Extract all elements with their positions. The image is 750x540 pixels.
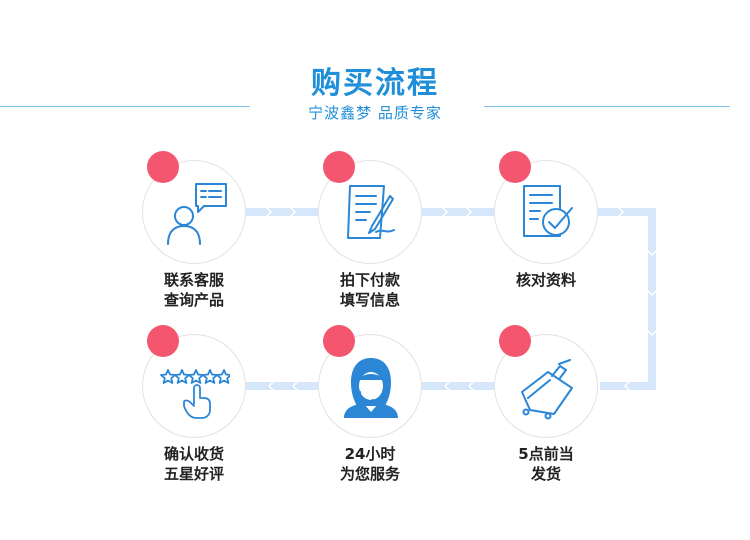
document-writing-icon	[347, 185, 395, 239]
step-contact-service	[142, 151, 246, 264]
customer-service-chat-icon	[167, 183, 227, 245]
step-24h-service	[318, 325, 422, 438]
step-label: 联系客服 查询产品	[163, 271, 224, 309]
document-check-icon	[523, 185, 573, 237]
step-shipping	[494, 325, 598, 438]
step-confirm-receipt	[142, 325, 246, 438]
step-marker-dot	[147, 325, 179, 357]
luggage-shipping-icon	[521, 359, 573, 420]
step-pay-order	[318, 151, 422, 264]
page-subtitle: 宁波鑫梦 品质专家	[308, 104, 442, 122]
step-marker-dot	[323, 325, 355, 357]
step-marker-dot	[499, 325, 531, 357]
step-marker-dot	[499, 151, 531, 183]
step-marker-dot	[323, 151, 355, 183]
divider-right	[484, 106, 730, 107]
divider-left	[0, 106, 250, 107]
page-title: 购买流程	[311, 66, 439, 101]
step-label: 24小时 为您服务	[339, 445, 400, 483]
step-label: 拍下付款 填写信息	[339, 271, 400, 309]
step-verify-info	[494, 151, 598, 264]
step-marker-dot	[147, 151, 179, 183]
step-label: 确认收货 五星好评	[163, 445, 224, 483]
step-label: 5点前当 发货	[518, 445, 574, 483]
five-star-rating-icon	[160, 369, 230, 419]
step-label: 核对资料	[515, 271, 576, 289]
service-agent-icon	[344, 358, 398, 418]
